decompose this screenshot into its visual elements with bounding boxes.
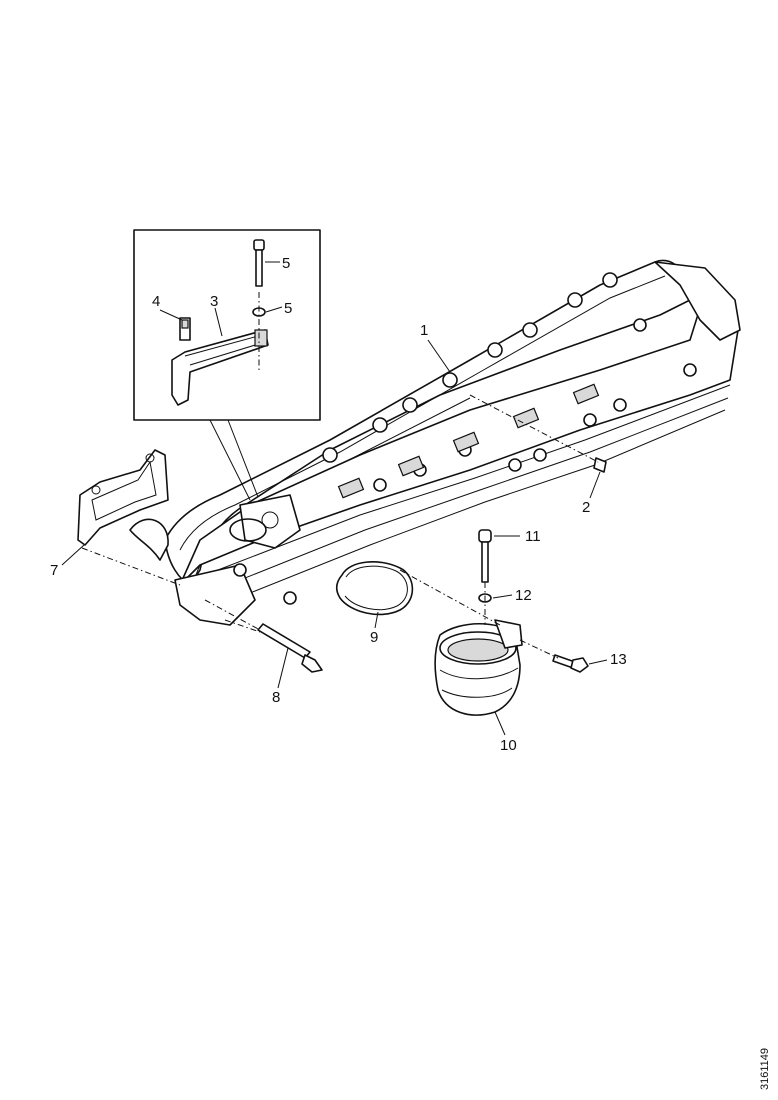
manifold-bolt-bosses: [322, 272, 697, 463]
callout-4: 4: [152, 293, 160, 310]
part-2-bolt: [593, 457, 607, 473]
part-4-clip: [179, 317, 191, 341]
callout-12: 12: [515, 587, 532, 604]
part-8-bolt: [257, 623, 323, 673]
part-7-gasket: [77, 449, 169, 561]
drawing-reference-number: 3161149: [759, 1048, 771, 1090]
manifold-ports: [337, 383, 600, 499]
part-9-gasket: [336, 561, 414, 616]
detail-inset: 4 3 5 5: [133, 229, 321, 501]
intake-manifold: [164, 259, 741, 626]
callout-5-screw: 5: [282, 255, 290, 272]
callout-13: 13: [610, 651, 627, 668]
part-3-sensor-bracket: [171, 329, 269, 406]
callout-3: 3: [210, 293, 218, 310]
part-5-screw: [253, 239, 265, 287]
callout-8: 8: [272, 689, 280, 706]
part-10-elbow: [434, 619, 523, 716]
callout-7: 7: [50, 562, 58, 579]
callout-9: 9: [370, 629, 378, 646]
callout-11: 11: [525, 528, 541, 545]
callout-10: 10: [500, 737, 517, 754]
part-11-bolt: [478, 529, 492, 583]
part-6-washer: [252, 292, 266, 372]
callout-5-washer: 5: [284, 300, 292, 317]
callout-1: 1: [420, 322, 428, 339]
callout-2: 2: [582, 499, 590, 516]
part-13-bolt: [552, 654, 589, 673]
